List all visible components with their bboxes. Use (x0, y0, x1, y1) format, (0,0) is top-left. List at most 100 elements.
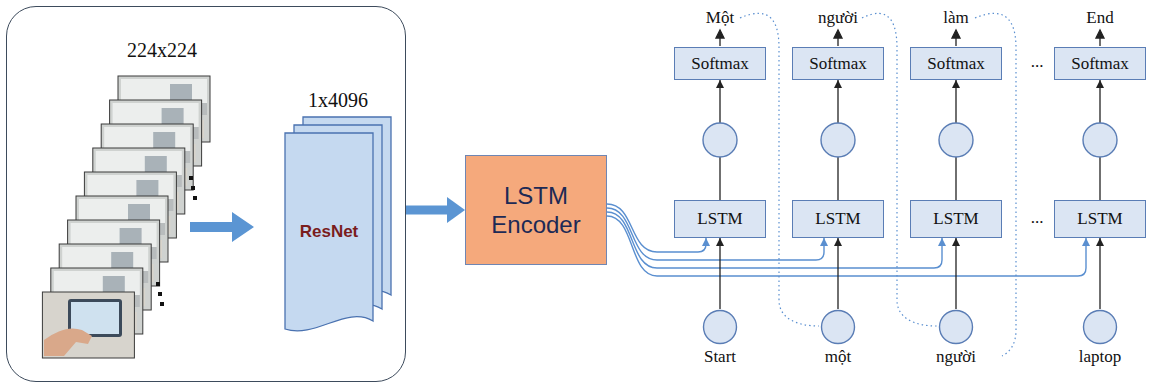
video-frame-stack (42, 76, 210, 358)
connector (607, 212, 946, 268)
lstm-label: LSTM (933, 209, 978, 229)
encoder-box: LSTM Encoder (465, 155, 607, 265)
resnet-block: 1x4096ResNet (281, 87, 395, 339)
circle-outline (677, 309, 763, 345)
ellipsis: ... (1031, 52, 1044, 72)
output-word: làm (943, 8, 969, 28)
arrow-head (716, 80, 724, 88)
connector-line (607, 212, 942, 268)
frame-border (42, 292, 134, 358)
lstm-box: LSTM (910, 200, 1002, 238)
output-arrow-head (716, 30, 724, 38)
connector (1096, 238, 1104, 309)
output-arrow-head (1096, 30, 1104, 38)
frame-size-label: 224x224 (127, 39, 197, 62)
output-word: người (818, 8, 858, 28)
ellipsis: ... (1031, 208, 1044, 228)
connector-line (406, 206, 449, 215)
arrow-head (1096, 80, 1104, 88)
block-arrow (190, 212, 254, 242)
arrow-head (834, 238, 842, 246)
resnet-label: ResNet (285, 222, 373, 242)
output-word: End (1086, 8, 1113, 28)
input-circle-shape (940, 311, 973, 344)
arrow-head (716, 238, 724, 246)
input-circle-shape (822, 311, 855, 344)
connector-line (719, 238, 720, 309)
input-circle: Start (677, 309, 763, 371)
dot (191, 186, 195, 190)
continuation-dots (156, 176, 197, 306)
softmax-box: Softmax (792, 47, 884, 80)
ellipsis-anchor: ... (1031, 52, 1044, 72)
connector-line (837, 238, 838, 309)
hidden-circle (821, 123, 855, 157)
arrow-head (820, 238, 828, 246)
arrow-head (952, 238, 960, 246)
output-arrow-head (834, 30, 842, 38)
feedback-loops (740, 13, 1016, 356)
connector (406, 197, 465, 223)
input-word: người (913, 347, 999, 367)
softmax-box: Softmax (1054, 47, 1146, 80)
circle-outline (1057, 309, 1143, 345)
output-arrows (716, 30, 1104, 46)
connector (952, 238, 960, 309)
video-frame-front (42, 292, 134, 358)
arrow-head (702, 238, 710, 246)
lstm-label: LSTM (697, 209, 742, 229)
input-word: một (795, 347, 881, 367)
stacked-sheets (281, 87, 395, 339)
softmax-box: Softmax (910, 47, 1002, 80)
dot (160, 302, 164, 306)
connector (716, 238, 724, 309)
softmax-label: Softmax (927, 54, 985, 74)
dot (156, 282, 160, 286)
feature-size-label: 1x4096 (281, 89, 395, 112)
lstm-box: LSTM (674, 200, 766, 238)
arrow-head (447, 197, 465, 223)
input-circle: laptop (1057, 309, 1143, 371)
feature-sheet (285, 133, 373, 331)
softmax-label: Softmax (1071, 54, 1129, 74)
softmax-label: Softmax (809, 54, 867, 74)
input-circle: một (795, 309, 881, 371)
connector (834, 238, 842, 309)
arrow-head (938, 238, 946, 246)
hidden-circle (703, 123, 737, 157)
output-word-anchor: Một (706, 8, 734, 28)
ellipsis-anchor: ... (1031, 208, 1044, 228)
arrow-head (1082, 238, 1090, 246)
circle-outline (795, 309, 881, 345)
input-circle-shape (704, 311, 737, 344)
connector-line (955, 238, 956, 309)
softmax-label: Softmax (691, 54, 749, 74)
output-word-anchor: người (818, 8, 858, 28)
dot (158, 292, 162, 296)
dot (189, 176, 193, 180)
lstm-label: LSTM (815, 209, 860, 229)
hidden-circle (939, 123, 973, 157)
hidden-circle (1083, 123, 1117, 157)
output-arrow-head (952, 30, 960, 38)
lstm-box: LSTM (1054, 200, 1146, 238)
input-circle: người (913, 309, 999, 371)
input-frame-panel: 224x224 1x4096ResNet (6, 6, 406, 382)
dot (193, 196, 197, 200)
circle-outline (913, 309, 999, 345)
output-word-anchor: End (1086, 8, 1113, 28)
hidden-state-circles (703, 123, 1117, 157)
output-word: Một (706, 8, 734, 28)
arrow-head (1096, 238, 1104, 246)
input-word: laptop (1057, 347, 1143, 367)
arrow-head (834, 80, 842, 88)
input-word: Start (677, 347, 763, 367)
lstm-label: LSTM (1077, 209, 1122, 229)
output-word-anchor: làm (943, 8, 969, 28)
arrow-head (952, 80, 960, 88)
input-circle-shape (1084, 311, 1117, 344)
connector-line (1099, 238, 1100, 309)
hand (44, 328, 92, 356)
softmax-box: Softmax (674, 47, 766, 80)
